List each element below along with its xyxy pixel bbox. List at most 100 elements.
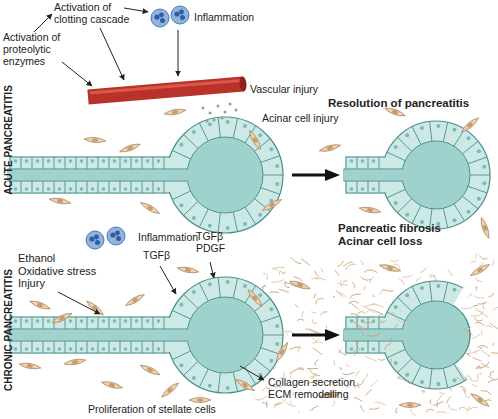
cell-divider bbox=[263, 335, 283, 336]
duct-lumen-fill bbox=[344, 330, 412, 341]
collagen-fibre bbox=[479, 263, 482, 266]
stellate-nucleus bbox=[367, 208, 374, 213]
duct-lumen bbox=[344, 329, 412, 341]
cell-divider bbox=[87, 157, 88, 169]
stellate-nucleus bbox=[482, 225, 487, 232]
cell-nucleus bbox=[420, 126, 424, 130]
cell-divider bbox=[468, 186, 487, 193]
collagen-fibre bbox=[346, 365, 349, 367]
cell-nucleus bbox=[275, 182, 279, 186]
collagen-fibre bbox=[389, 338, 392, 345]
cell-nucleus bbox=[47, 159, 51, 163]
collagen-fibre bbox=[391, 359, 392, 364]
stellate-body bbox=[29, 299, 51, 311]
cell-nucleus bbox=[405, 293, 409, 297]
collagen-fibre bbox=[470, 261, 475, 263]
collagen-fibre bbox=[346, 264, 356, 270]
cell-divider bbox=[142, 317, 143, 329]
stellate-body bbox=[19, 362, 42, 371]
cell-divider bbox=[184, 202, 198, 216]
cell-divider bbox=[443, 368, 447, 388]
cell-divider bbox=[470, 175, 490, 176]
cell-divider bbox=[87, 341, 88, 353]
cell-divider bbox=[21, 157, 22, 169]
cell-nucleus bbox=[477, 149, 481, 153]
collagen-fibre bbox=[271, 279, 284, 283]
collagen-fibre bbox=[321, 268, 324, 273]
collagen-fibre bbox=[476, 286, 477, 290]
annotation-label: TGFβ bbox=[143, 249, 170, 261]
annotation-label: Ethanol Oxidative stress Injury bbox=[18, 252, 103, 290]
annotation-label: TGFβ PDGF bbox=[196, 230, 230, 254]
duct-lumen-fill bbox=[8, 330, 197, 341]
cell-nucleus bbox=[467, 210, 471, 214]
collagen-fibre bbox=[364, 322, 375, 324]
leader-arrow bbox=[210, 262, 214, 278]
cell-divider bbox=[379, 341, 380, 353]
cell-nucleus bbox=[91, 347, 95, 351]
cell-divider bbox=[412, 365, 421, 383]
stellate-body bbox=[51, 311, 73, 325]
cell-nucleus bbox=[361, 347, 365, 351]
cell-divider bbox=[76, 341, 77, 353]
collagen-fibre bbox=[311, 311, 316, 313]
cell-divider bbox=[54, 317, 55, 329]
stellate-nucleus bbox=[72, 360, 79, 365]
debris-dot bbox=[202, 107, 205, 110]
cell-nucleus bbox=[157, 347, 161, 351]
collagen-fibre bbox=[355, 380, 364, 386]
stellate-nucleus bbox=[167, 387, 174, 394]
cell-nucleus bbox=[350, 319, 354, 323]
collagen-fibre bbox=[334, 360, 335, 366]
collagen-fibre bbox=[350, 294, 361, 299]
collagen-fibre bbox=[472, 384, 477, 387]
collagen-fibre bbox=[274, 403, 281, 408]
collagen-fibre bbox=[337, 283, 348, 285]
collagen-fibre bbox=[339, 350, 347, 356]
cell-nucleus bbox=[258, 213, 262, 217]
collagen-fibre bbox=[310, 410, 314, 412]
collagen-fibre bbox=[370, 380, 377, 386]
cell-nucleus bbox=[25, 347, 29, 351]
cell-divider bbox=[412, 205, 421, 223]
collagen-fibre bbox=[478, 346, 489, 349]
leader-arrow bbox=[62, 62, 92, 86]
collagen-fibre bbox=[332, 401, 335, 406]
cell-nucleus bbox=[91, 187, 95, 191]
stellate-body bbox=[189, 398, 211, 403]
cell-divider bbox=[120, 341, 121, 353]
cell-nucleus bbox=[208, 384, 212, 388]
cell-nucleus bbox=[135, 159, 139, 163]
cell-nucleus bbox=[361, 159, 365, 163]
duct-lumen-fill bbox=[344, 170, 412, 181]
collagen-fibre bbox=[431, 276, 435, 279]
stellate-nucleus bbox=[252, 137, 258, 144]
collagen-fibre bbox=[367, 333, 380, 336]
cell-divider bbox=[387, 312, 405, 320]
collagen-fibre bbox=[370, 277, 374, 283]
cell-divider bbox=[164, 341, 165, 353]
cell-nucleus bbox=[275, 324, 279, 328]
cell-loss-gap bbox=[454, 286, 493, 382]
collagen-fibre bbox=[342, 372, 354, 374]
cell-divider bbox=[412, 127, 421, 145]
cell-nucleus bbox=[36, 187, 40, 191]
collagen-fibre bbox=[397, 318, 407, 322]
cell-nucleus bbox=[157, 159, 161, 163]
cell-divider bbox=[21, 181, 22, 193]
collagen-fibre bbox=[353, 282, 355, 288]
stellate-cell bbox=[101, 380, 124, 391]
cell-nucleus bbox=[58, 347, 62, 351]
cell-nucleus bbox=[453, 128, 457, 132]
collagen-fibre bbox=[361, 406, 364, 411]
collagen-fibre bbox=[302, 311, 304, 317]
annotation-label: Activation of clotting cascade bbox=[54, 1, 138, 25]
cell-divider bbox=[368, 181, 369, 193]
acinus-lumen-fill bbox=[403, 302, 470, 369]
collagen-fibre bbox=[335, 270, 340, 276]
cell-divider bbox=[218, 117, 220, 137]
stellate-body bbox=[64, 358, 87, 367]
collagen-fibre bbox=[298, 319, 304, 321]
collagen-fibre bbox=[373, 314, 386, 320]
acinus-lumen bbox=[187, 297, 263, 373]
